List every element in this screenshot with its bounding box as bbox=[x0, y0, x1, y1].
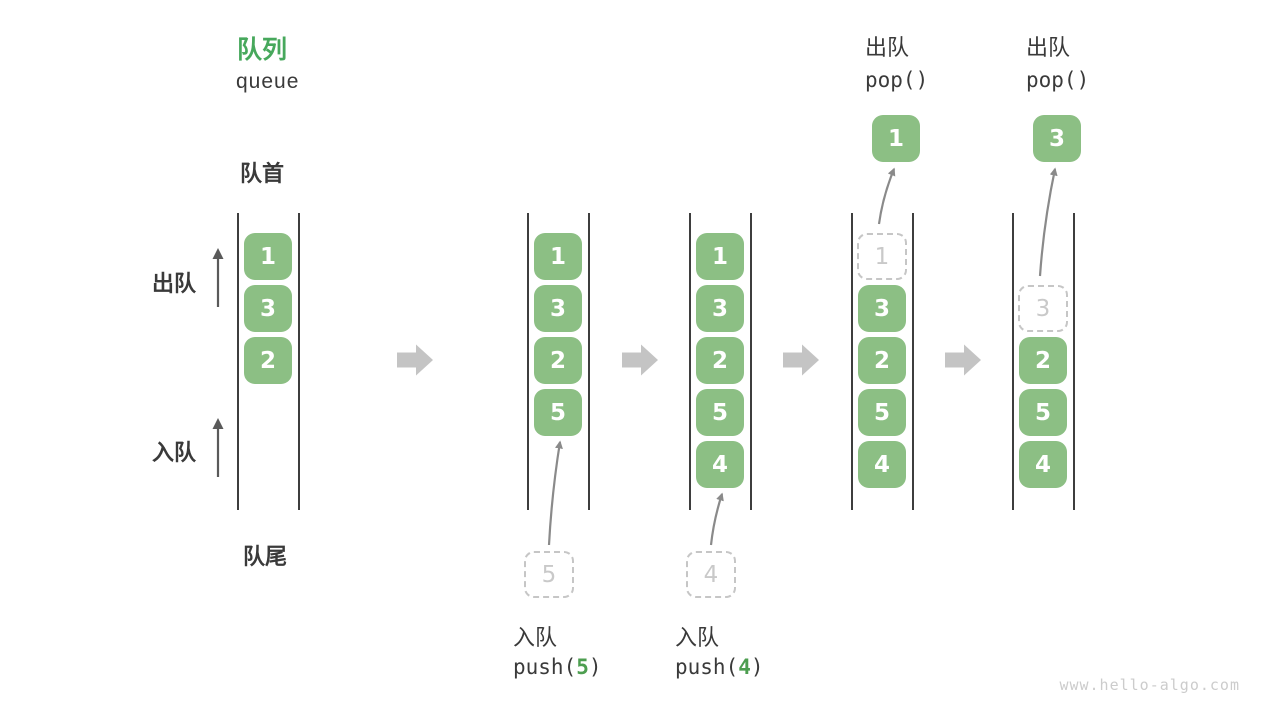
queue-item-ghost-box: 1 bbox=[857, 233, 907, 280]
next-state-block-arrow-icon bbox=[783, 344, 819, 376]
queue-wall-left bbox=[237, 213, 239, 510]
queue-item-box: 2 bbox=[858, 337, 906, 384]
queue-item-box: 1 bbox=[534, 233, 582, 280]
next-state-block-arrow-icon bbox=[622, 344, 658, 376]
queue-wall-left bbox=[689, 213, 691, 510]
pending-item-ghost-box: 4 bbox=[686, 551, 736, 598]
queue-wall-right bbox=[1073, 213, 1075, 510]
dequeue-direction-label: 出队 bbox=[152, 271, 197, 296]
enqueue-direction-label: 入队 bbox=[152, 440, 197, 465]
queue-item-box: 1 bbox=[244, 233, 292, 280]
next-state-block-arrow-icon bbox=[397, 344, 433, 376]
enqueue-op-arrow-icon bbox=[709, 492, 724, 546]
op-label-enqueue: 入队 bbox=[513, 625, 558, 650]
op-code-label: push(4) bbox=[675, 655, 764, 679]
queue-item-box: 4 bbox=[1019, 441, 1067, 488]
popped-item-box: 1 bbox=[872, 115, 920, 162]
queue-rear-label: 队尾 bbox=[243, 544, 288, 569]
queue-item-box: 3 bbox=[534, 285, 582, 332]
pending-item-ghost-box: 5 bbox=[524, 551, 574, 598]
queue-item-box: 4 bbox=[696, 441, 744, 488]
dequeue-op-arrow-icon bbox=[1038, 167, 1058, 277]
op-label-dequeue: 出队 bbox=[865, 35, 910, 60]
queue-front-label: 队首 bbox=[240, 161, 285, 186]
queue-wall-right bbox=[750, 213, 752, 510]
watermark: www.hello-algo.com bbox=[1059, 676, 1240, 694]
diagram-title-zh: 队列 bbox=[237, 36, 288, 64]
arrowhead-icon bbox=[212, 248, 224, 259]
queue-wall-left bbox=[851, 213, 853, 510]
op-code-argument: 4 bbox=[738, 655, 751, 679]
op-code-label: pop() bbox=[865, 68, 929, 92]
queue-item-box: 2 bbox=[244, 337, 292, 384]
op-code-label: push(5) bbox=[513, 655, 602, 679]
popped-item-box: 3 bbox=[1033, 115, 1081, 162]
op-label-dequeue: 出队 bbox=[1026, 35, 1071, 60]
enqueue-op-arrow-icon bbox=[547, 440, 563, 546]
queue-wall-right bbox=[588, 213, 590, 510]
queue-wall-left bbox=[1012, 213, 1014, 510]
queue-item-box: 2 bbox=[696, 337, 744, 384]
queue-item-box: 2 bbox=[534, 337, 582, 384]
queue-wall-right bbox=[912, 213, 914, 510]
queue-item-box: 5 bbox=[1019, 389, 1067, 436]
op-label-enqueue: 入队 bbox=[675, 625, 720, 650]
queue-item-box: 5 bbox=[696, 389, 744, 436]
queue-item-box: 3 bbox=[244, 285, 292, 332]
arrowhead-icon bbox=[212, 418, 224, 429]
queue-item-box: 5 bbox=[858, 389, 906, 436]
dequeue-op-arrow-icon bbox=[877, 167, 896, 225]
queue-wall-right bbox=[298, 213, 300, 510]
queue-wall-left bbox=[527, 213, 529, 510]
op-code-label: pop() bbox=[1026, 68, 1090, 92]
queue-item-box: 4 bbox=[858, 441, 906, 488]
diagram-title-en: queue bbox=[236, 70, 300, 93]
op-code-argument: 5 bbox=[576, 655, 589, 679]
queue-item-box: 3 bbox=[696, 285, 744, 332]
queue-item-box: 3 bbox=[858, 285, 906, 332]
next-state-block-arrow-icon bbox=[945, 344, 981, 376]
queue-item-box: 5 bbox=[534, 389, 582, 436]
queue-item-box: 1 bbox=[696, 233, 744, 280]
queue-item-box: 2 bbox=[1019, 337, 1067, 384]
queue-item-ghost-box: 3 bbox=[1018, 285, 1068, 332]
